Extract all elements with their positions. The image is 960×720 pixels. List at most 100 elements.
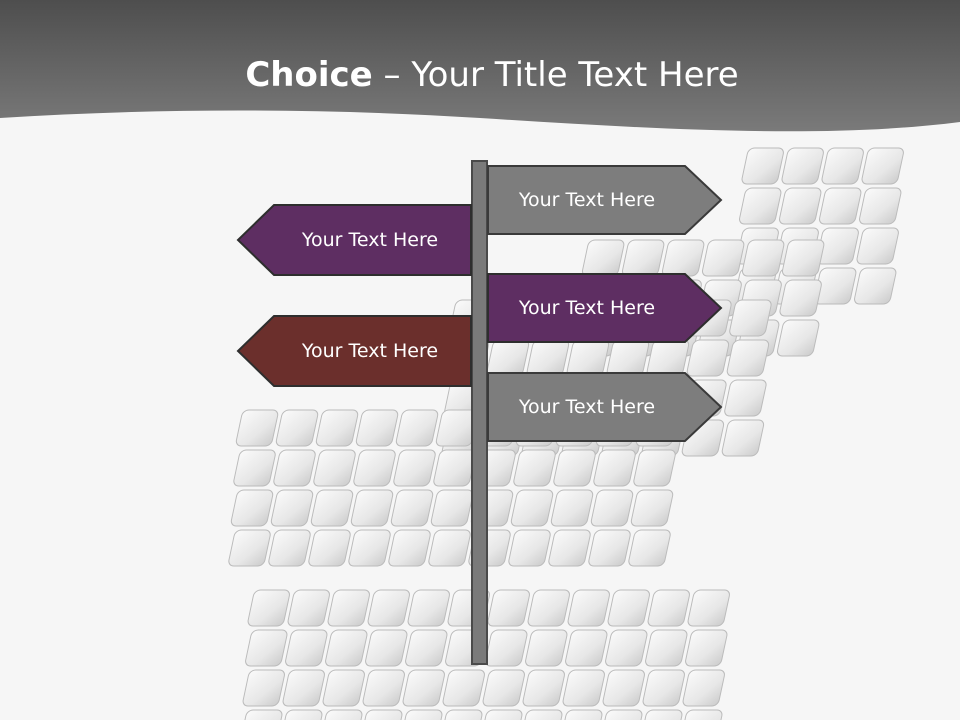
cube-tile bbox=[402, 669, 445, 707]
cube-tile bbox=[661, 239, 705, 277]
cube-tile bbox=[647, 589, 690, 627]
cube-tile bbox=[642, 669, 685, 707]
cube-tile bbox=[741, 147, 784, 185]
cube-tile bbox=[861, 147, 904, 185]
cube-tile bbox=[581, 239, 625, 277]
cube-tile bbox=[590, 489, 634, 527]
cube-tile bbox=[607, 589, 650, 627]
cube-tile bbox=[487, 589, 530, 627]
cube-tile bbox=[440, 709, 483, 720]
cube-tile bbox=[741, 239, 785, 277]
cube-tile bbox=[407, 589, 450, 627]
cube-tile bbox=[510, 489, 554, 527]
cube-tile bbox=[856, 227, 899, 265]
cube-tile bbox=[308, 529, 351, 567]
cube-tile bbox=[602, 669, 645, 707]
cube-tile bbox=[553, 449, 596, 487]
header-band bbox=[0, 0, 960, 132]
signpost-pole bbox=[471, 160, 488, 665]
cube-tile bbox=[680, 709, 723, 720]
cube-tile bbox=[562, 669, 605, 707]
cube-tile bbox=[322, 669, 365, 707]
cube-tile bbox=[600, 709, 643, 720]
cube-tile bbox=[508, 529, 551, 567]
cube-tile bbox=[240, 709, 283, 720]
cube-tile bbox=[645, 629, 688, 667]
cube-tile bbox=[565, 629, 608, 667]
cube-tile bbox=[724, 379, 767, 417]
cube-tile bbox=[779, 187, 822, 225]
sign-right-1: Your Text Here bbox=[487, 165, 723, 235]
cube-tile bbox=[854, 267, 897, 305]
cube-tile bbox=[686, 339, 730, 377]
cube-tile bbox=[685, 629, 728, 667]
cube-tile bbox=[486, 339, 530, 377]
cube-tile bbox=[233, 449, 276, 487]
cube-tile bbox=[285, 629, 328, 667]
cube-tile bbox=[721, 419, 765, 457]
sign-right-1-label: Your Text Here bbox=[518, 189, 656, 211]
cube-tile bbox=[527, 589, 570, 627]
cube-tile bbox=[365, 629, 408, 667]
cube-tile bbox=[621, 239, 665, 277]
cube-tile bbox=[522, 669, 565, 707]
cube-tile bbox=[606, 339, 650, 377]
cube-tile bbox=[270, 489, 314, 527]
cube-tile bbox=[480, 709, 523, 720]
cube-tile bbox=[588, 529, 631, 567]
cube-tile bbox=[485, 629, 528, 667]
cube-tile bbox=[859, 187, 902, 225]
slide-title-bold: Choice bbox=[245, 55, 373, 95]
cube-tile bbox=[282, 669, 325, 707]
cube-tile bbox=[630, 489, 674, 527]
cube-tile bbox=[280, 709, 323, 720]
cube-tile bbox=[605, 629, 648, 667]
cube-tile bbox=[646, 339, 690, 377]
cube-tile bbox=[348, 529, 391, 567]
sign-right-2: Your Text Here bbox=[487, 273, 723, 343]
cube-tile bbox=[433, 449, 476, 487]
cube-tile bbox=[513, 449, 556, 487]
cube-tile bbox=[526, 339, 570, 377]
sign-left-1: Your Text Here bbox=[236, 204, 472, 276]
sign-right-3-label: Your Text Here bbox=[518, 396, 656, 418]
cube-tile bbox=[287, 589, 330, 627]
cube-tile bbox=[781, 239, 825, 277]
cube-tile bbox=[313, 449, 356, 487]
cube-tile bbox=[520, 709, 563, 720]
cube-tile bbox=[235, 409, 279, 447]
cube-tile bbox=[362, 669, 405, 707]
cube-tile bbox=[275, 409, 319, 447]
cube-tile bbox=[405, 629, 448, 667]
cube-tile bbox=[821, 147, 864, 185]
cube-tile bbox=[550, 489, 594, 527]
cube-tile bbox=[400, 709, 443, 720]
cube-tile bbox=[687, 589, 730, 627]
cube-tile bbox=[310, 489, 354, 527]
cube-tile bbox=[228, 529, 271, 567]
cube-tile bbox=[726, 339, 770, 377]
cube-tile bbox=[633, 449, 676, 487]
cube-tile bbox=[388, 529, 431, 567]
sign-left-2-label: Your Text Here bbox=[301, 340, 439, 362]
cube-tile bbox=[268, 529, 311, 567]
sign-right-3: Your Text Here bbox=[487, 372, 723, 442]
cube-tile bbox=[242, 669, 285, 707]
cube-tile bbox=[393, 449, 436, 487]
cube-tile bbox=[566, 339, 610, 377]
cube-tile bbox=[355, 409, 399, 447]
cube-tile bbox=[682, 669, 725, 707]
cube-tile bbox=[593, 449, 636, 487]
cube-tile bbox=[640, 709, 683, 720]
sign-left-1-label: Your Text Here bbox=[301, 229, 439, 251]
cube-tile bbox=[548, 529, 591, 567]
cube-tile bbox=[245, 629, 288, 667]
cube-tile bbox=[428, 529, 471, 567]
cube-tile bbox=[390, 489, 434, 527]
cube-tile bbox=[482, 669, 525, 707]
cube-tile bbox=[525, 629, 568, 667]
cube-tile bbox=[353, 449, 396, 487]
cube-tile bbox=[819, 187, 862, 225]
slide-title-rest: – Your Title Text Here bbox=[372, 55, 739, 95]
